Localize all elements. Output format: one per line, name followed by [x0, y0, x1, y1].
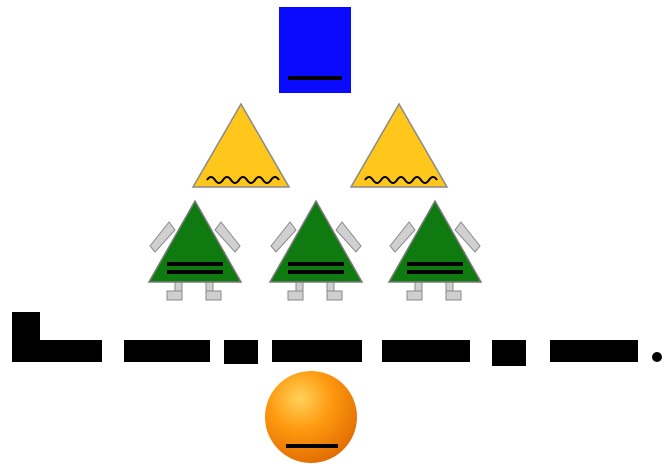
- dash-segment: [224, 340, 258, 364]
- double-line-mark: [167, 270, 223, 274]
- robot-foot: [327, 291, 342, 300]
- yellow-triangle-shape: [193, 104, 289, 187]
- double-line-mark: [167, 262, 223, 266]
- single-line-mark: [286, 444, 338, 448]
- green-robot-triangle: [149, 201, 241, 300]
- single-line-mark: [288, 76, 342, 80]
- double-line-mark: [288, 270, 344, 274]
- dash-dot: [652, 352, 662, 362]
- robot-foot: [446, 291, 461, 300]
- double-line-mark: [407, 270, 463, 274]
- dash-segment: [12, 340, 102, 362]
- green-robot-triangle: [270, 201, 362, 300]
- green-robot-triangle: [389, 201, 481, 300]
- orange-circle-shape: [265, 371, 357, 463]
- robot-foot: [167, 291, 182, 300]
- blue-square-shape: [279, 7, 351, 93]
- double-line-mark: [288, 262, 344, 266]
- robot-foot: [407, 291, 422, 300]
- yellow-triangle-shape: [351, 104, 447, 187]
- dash-segment: [492, 340, 526, 366]
- dash-segment: [272, 340, 362, 362]
- robot-foot: [288, 291, 303, 300]
- double-line-mark: [407, 262, 463, 266]
- dash-segment: [382, 340, 470, 362]
- robot-foot: [206, 291, 221, 300]
- dash-segment: [550, 340, 638, 362]
- dash-segment: [124, 340, 210, 362]
- dash-line: [12, 312, 662, 366]
